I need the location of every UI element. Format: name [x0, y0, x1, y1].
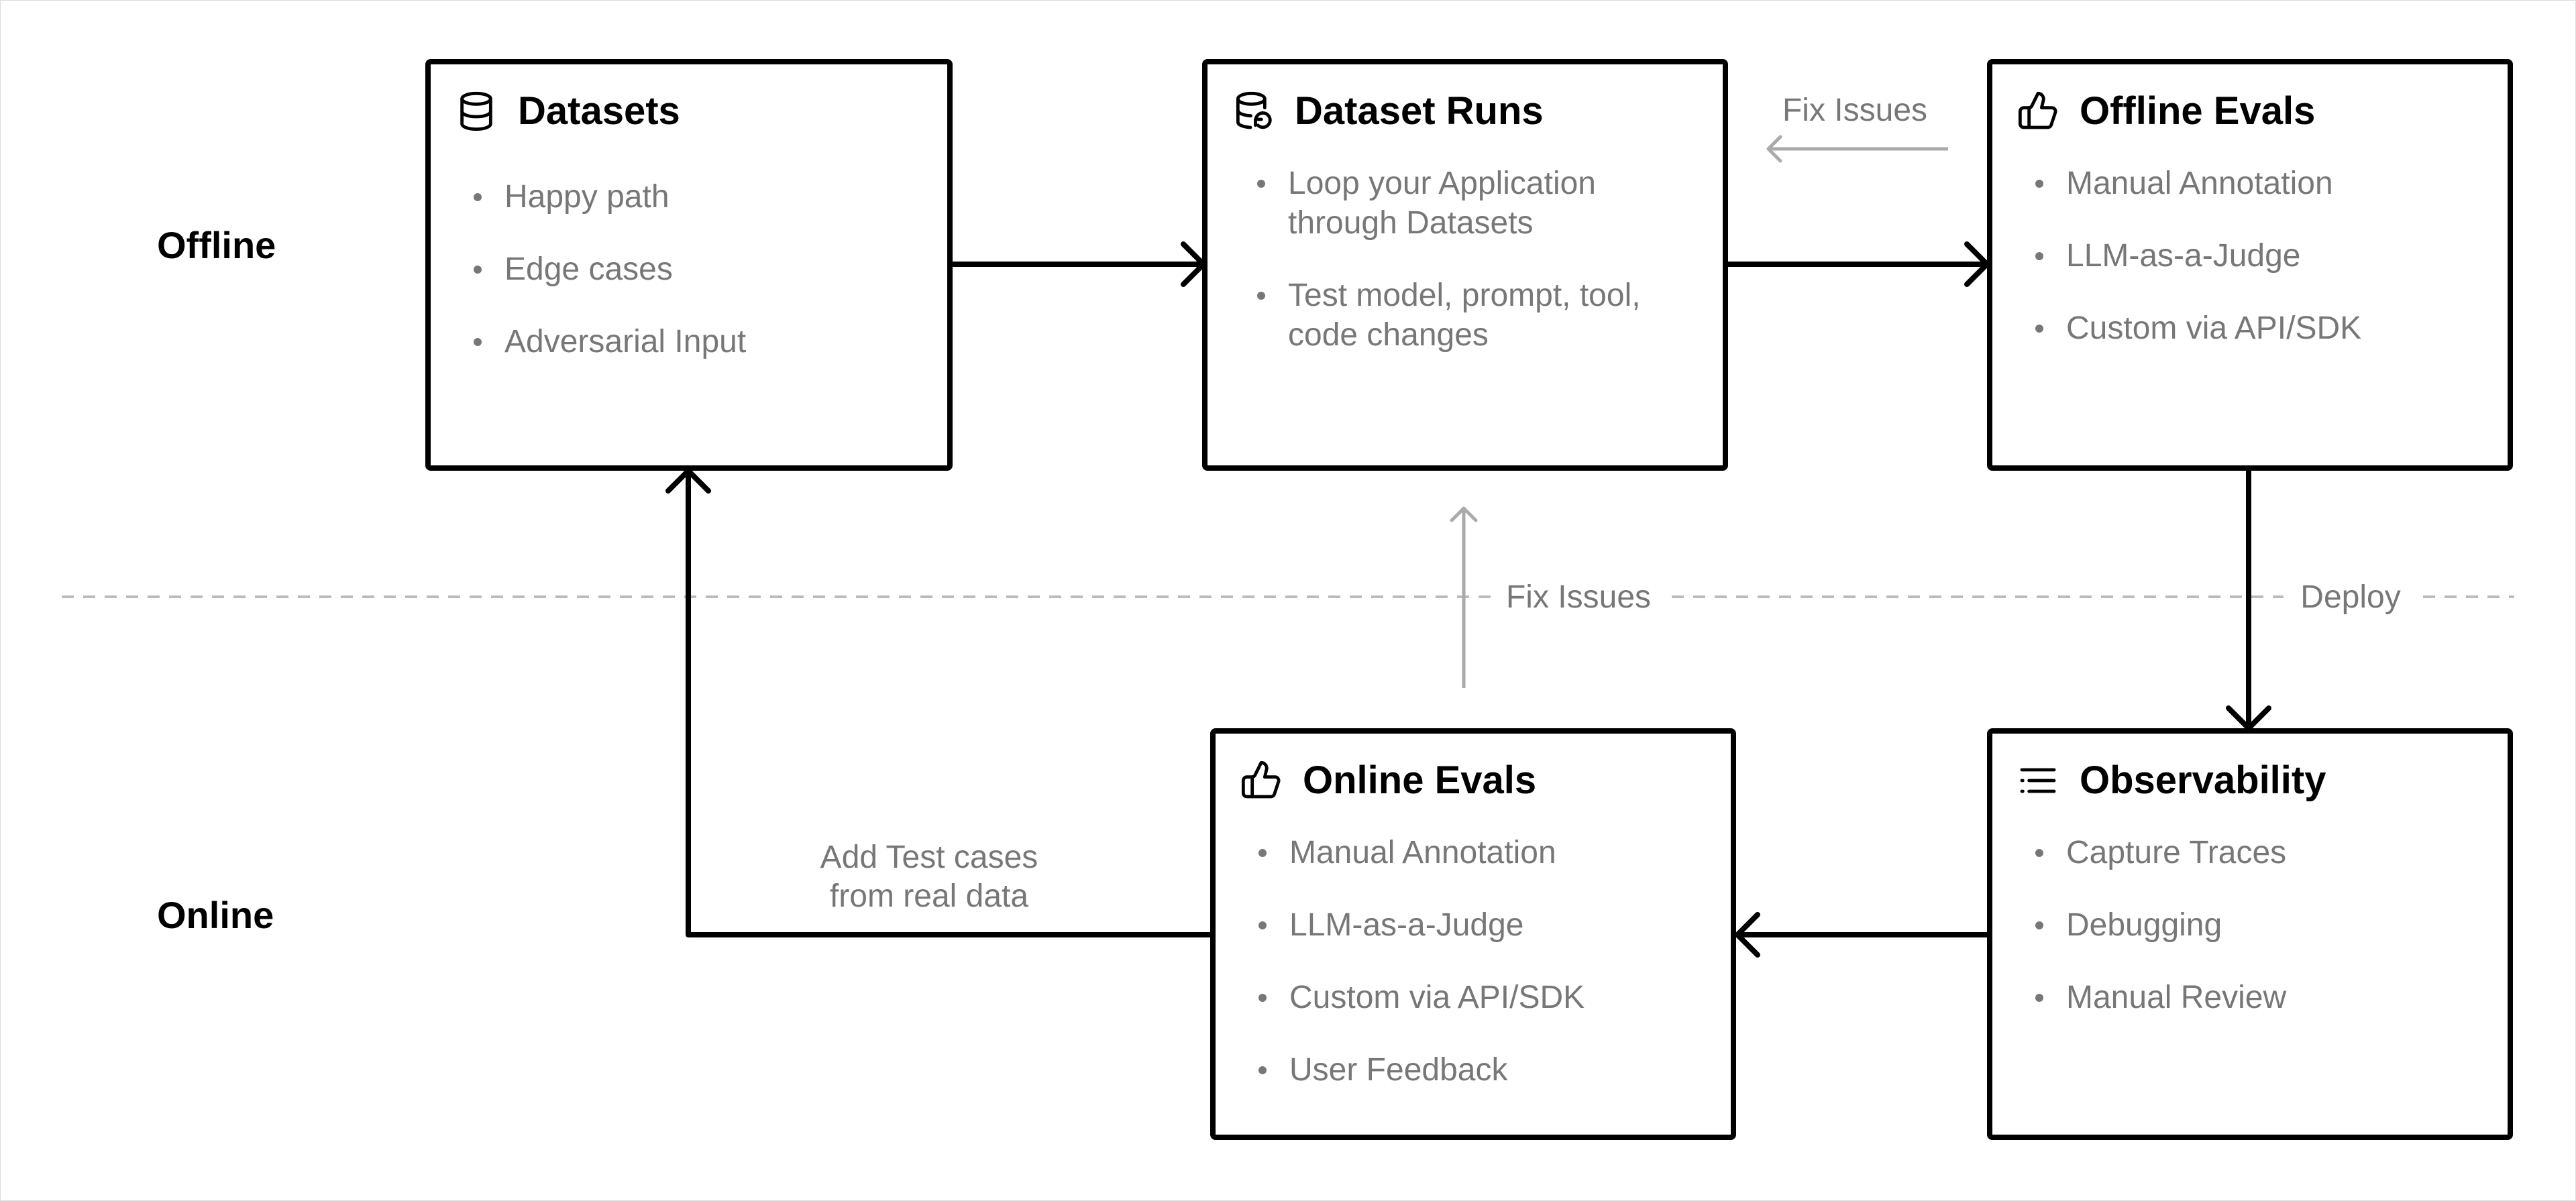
database-refresh-icon: [1236, 91, 1272, 129]
online-evals-items: Manual Annotation LLM-as-a-Judge Custom …: [1256, 833, 1585, 1123]
list-item: Adversarial Input: [471, 322, 746, 361]
box-title-offline-evals: Offline Evals: [2080, 89, 2316, 133]
box-dataset-runs: Dataset Runs Loop your Application throu…: [1202, 59, 1728, 471]
list-item: Custom via API/SDK: [1256, 978, 1585, 1017]
arrow-fix-issues-middle-head: [1450, 506, 1478, 522]
box-title-observability: Observability: [2080, 758, 2326, 802]
arrow-fix-issues-top-head: [1766, 135, 1782, 163]
offline-evals-items: Manual Annotation LLM-as-a-Judge Custom …: [2033, 164, 2361, 381]
box-title-datasets: Datasets: [518, 89, 680, 133]
list-icon: [2020, 768, 2056, 793]
list-item: Manual Annotation: [2033, 164, 2361, 203]
dataset-runs-items: Loop your Application through Datasets T…: [1254, 164, 1641, 388]
edge-label-fix-issues-middle: Fix Issues: [1495, 578, 1662, 617]
arrow-add-test-cases-head: [665, 468, 711, 494]
observability-items: Capture Traces Debugging Manual Review: [2033, 833, 2286, 1050]
box-title-dataset-runs: Dataset Runs: [1295, 89, 1544, 133]
thumbs-up-icon: [2018, 91, 2057, 129]
list-item: Edge cases: [471, 249, 746, 289]
edge-label-add-test-cases: Add Test cases from real data: [771, 838, 1087, 916]
list-item: Custom via API/SDK: [2033, 308, 2361, 348]
box-online-evals: Online Evals Manual Annotation LLM-as-a-…: [1210, 728, 1736, 1140]
section-label-online: Online: [157, 894, 274, 936]
list-item: User Feedback: [1256, 1050, 1585, 1090]
box-observability: Observability Capture Traces Debugging M…: [1987, 728, 2513, 1140]
list-item: LLM-as-a-Judge: [2033, 236, 2361, 276]
list-item: Test model, prompt, tool, code changes: [1254, 276, 1641, 355]
list-item: LLM-as-a-Judge: [1256, 905, 1585, 945]
box-title-online-evals: Online Evals: [1303, 758, 1537, 802]
section-label-offline: Offline: [157, 224, 276, 266]
database-icon: [460, 91, 492, 131]
list-item: Loop your Application through Datasets: [1254, 164, 1641, 243]
box-offline-evals: Offline Evals Manual Annotation LLM-as-a…: [1987, 59, 2513, 471]
list-item: Happy path: [471, 177, 746, 217]
arrow-observability-to-online-evals-head: [1735, 912, 1760, 958]
arrow-add-test-cases: [686, 471, 1212, 937]
list-item: Manual Annotation: [1256, 833, 1585, 872]
edge-label-deploy: Deploy: [2284, 578, 2418, 617]
datasets-items: Happy path Edge cases Adversarial Input: [471, 177, 746, 394]
thumbs-up-icon: [1241, 760, 1281, 798]
edge-label-fix-issues-top: Fix Issues: [1771, 91, 1939, 130]
list-item: Capture Traces: [2033, 833, 2286, 872]
list-item: Manual Review: [2033, 978, 2286, 1017]
list-item: Debugging: [2033, 905, 2286, 945]
box-datasets: Datasets Happy path Edge cases Adversari…: [425, 59, 953, 471]
